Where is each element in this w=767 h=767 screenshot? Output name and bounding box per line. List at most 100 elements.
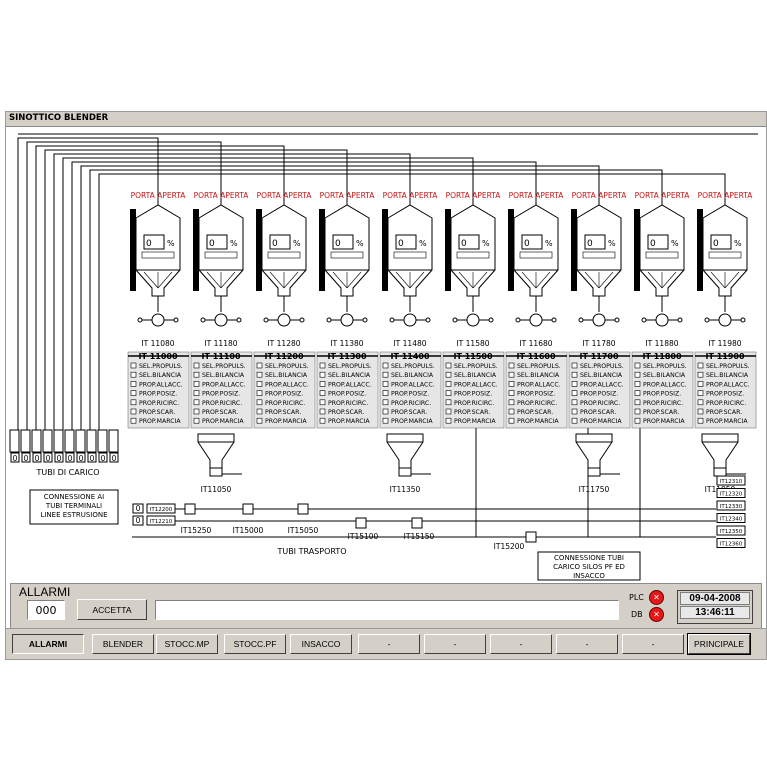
option-checkbox[interactable]	[697, 381, 704, 387]
option-checkbox[interactable]	[130, 371, 137, 378]
tab-empty-4[interactable]: -	[556, 634, 618, 654]
option-checkbox[interactable]	[697, 371, 704, 378]
option-checkbox[interactable]	[382, 381, 389, 387]
feeder-valve-icon[interactable]	[718, 313, 732, 327]
feeder-valve-icon[interactable]	[277, 313, 291, 327]
option-checkbox[interactable]	[445, 390, 452, 396]
tab-stocc-pf[interactable]: STOCC.PF	[224, 634, 286, 654]
option-checkbox[interactable]	[508, 399, 515, 406]
tab-stocc-mp[interactable]: STOCC.MP	[156, 634, 218, 654]
option-checkbox[interactable]	[634, 390, 641, 396]
option-checkbox[interactable]	[634, 399, 641, 406]
tab-blender[interactable]: BLENDER	[92, 634, 154, 654]
option-checkbox[interactable]	[193, 362, 200, 369]
option-checkbox[interactable]	[256, 371, 263, 378]
tab-empty-3[interactable]: -	[490, 634, 552, 654]
option-checkbox[interactable]	[571, 381, 578, 387]
option-checkbox[interactable]	[319, 399, 326, 406]
option-checkbox[interactable]	[319, 390, 326, 396]
option-checkbox[interactable]	[382, 390, 389, 396]
tab-principale[interactable]: PRINCIPALE	[687, 633, 751, 655]
option-checkbox[interactable]	[508, 362, 515, 369]
feeder-valve-icon[interactable]	[340, 313, 354, 327]
transport-valve-icon[interactable]	[242, 503, 254, 515]
option-checkbox[interactable]	[382, 417, 389, 424]
silo-sensor-label: IT 11680	[519, 339, 552, 348]
feeder-valve-icon[interactable]	[466, 313, 480, 327]
option-checkbox[interactable]	[697, 390, 704, 396]
option-checkbox[interactable]	[508, 408, 515, 415]
transport-valve-icon[interactable]	[411, 517, 423, 529]
option-checkbox[interactable]	[382, 362, 389, 369]
transport-valve-icon[interactable]	[297, 503, 309, 515]
tab-insacco[interactable]: INSACCO	[290, 634, 352, 654]
option-checkbox[interactable]	[130, 390, 137, 396]
option-checkbox[interactable]	[256, 362, 263, 369]
option-checkbox[interactable]	[256, 417, 263, 424]
transport-valve-icon[interactable]	[525, 531, 537, 543]
option-checkbox[interactable]	[193, 417, 200, 424]
option-checkbox[interactable]	[382, 408, 389, 415]
option-checkbox[interactable]	[445, 417, 452, 424]
option-checkbox[interactable]	[697, 362, 704, 369]
option-checkbox[interactable]	[130, 408, 137, 415]
option-checkbox[interactable]	[697, 399, 704, 406]
option-checkbox[interactable]	[445, 362, 452, 369]
transport-valve-icon[interactable]	[355, 517, 367, 529]
option-checkbox[interactable]	[571, 408, 578, 415]
option-checkbox[interactable]	[571, 390, 578, 396]
transport-valve-icon[interactable]	[184, 503, 196, 515]
option-checkbox[interactable]	[256, 408, 263, 415]
option-checkbox[interactable]	[571, 417, 578, 424]
option-checkbox[interactable]	[634, 381, 641, 387]
feeder-valve-icon[interactable]	[403, 313, 417, 327]
option-checkbox[interactable]	[634, 371, 641, 378]
option-checkbox[interactable]	[193, 399, 200, 406]
option-checkbox[interactable]	[193, 371, 200, 378]
option-checkbox[interactable]	[697, 417, 704, 424]
option-checkbox[interactable]	[634, 417, 641, 424]
option-checkbox[interactable]	[445, 381, 452, 387]
option-checkbox[interactable]	[130, 362, 137, 369]
option-checkbox[interactable]	[256, 399, 263, 406]
option-checkbox[interactable]	[508, 417, 515, 424]
feeder-valve-icon[interactable]	[655, 313, 669, 327]
option-checkbox[interactable]	[571, 399, 578, 406]
accept-button[interactable]: ACCETTA	[77, 599, 147, 620]
option-checkbox[interactable]	[445, 399, 452, 406]
option-checkbox[interactable]	[508, 371, 515, 378]
tab-empty-1[interactable]: -	[358, 634, 420, 654]
feeder-valve-icon[interactable]	[214, 313, 228, 327]
tab-empty-2[interactable]: -	[424, 634, 486, 654]
option-checkbox[interactable]	[256, 390, 263, 396]
option-checkbox[interactable]	[445, 408, 452, 415]
option-checkbox[interactable]	[508, 381, 515, 387]
option-checkbox[interactable]	[634, 408, 641, 415]
option-checkbox[interactable]	[319, 381, 326, 387]
option-checkbox[interactable]	[634, 362, 641, 369]
feeder-valve-icon[interactable]	[529, 313, 543, 327]
option-checkbox[interactable]	[130, 381, 137, 387]
tab-empty-5[interactable]: -	[622, 634, 684, 654]
option-checkbox[interactable]	[571, 371, 578, 378]
option-checkbox[interactable]	[193, 390, 200, 396]
option-checkbox[interactable]	[130, 417, 137, 424]
option-checkbox[interactable]	[256, 381, 263, 387]
option-checkbox[interactable]	[130, 399, 137, 406]
option-checkbox[interactable]	[571, 362, 578, 369]
option-checkbox[interactable]	[697, 408, 704, 415]
option-checkbox[interactable]	[382, 399, 389, 406]
option-checkbox[interactable]	[382, 371, 389, 378]
option-checkbox[interactable]	[319, 408, 326, 415]
tab-allarmi[interactable]: ALLARMI	[12, 634, 84, 654]
option-checkbox[interactable]	[319, 371, 326, 378]
transport-output-tag	[716, 488, 746, 498]
feeder-valve-icon[interactable]	[592, 313, 606, 327]
feeder-valve-icon[interactable]	[151, 313, 165, 327]
option-checkbox[interactable]	[508, 390, 515, 396]
option-checkbox[interactable]	[193, 408, 200, 415]
option-checkbox[interactable]	[193, 381, 200, 387]
option-checkbox[interactable]	[445, 371, 452, 378]
option-checkbox[interactable]	[319, 417, 326, 424]
option-checkbox[interactable]	[319, 362, 326, 369]
